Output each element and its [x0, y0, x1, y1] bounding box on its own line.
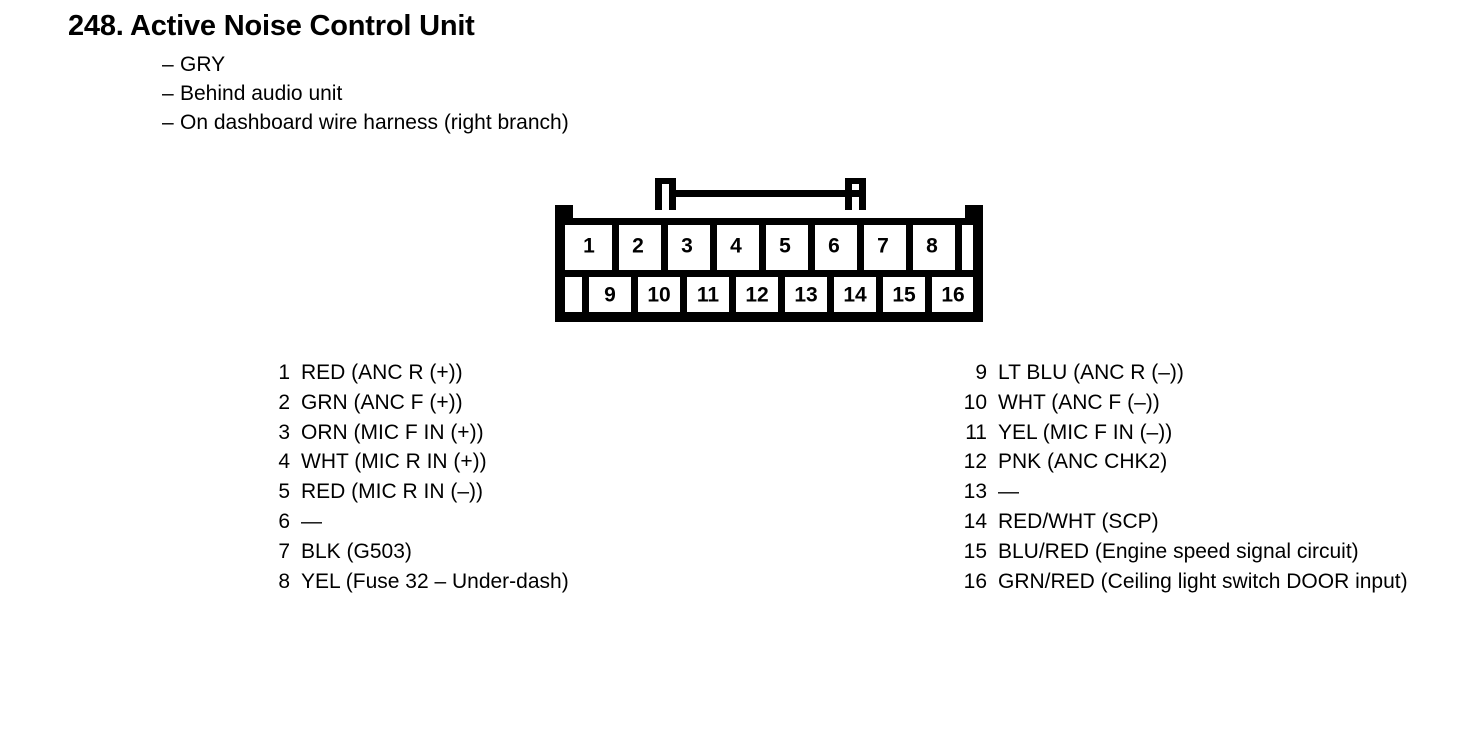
connector-pin-8: 8: [926, 235, 938, 258]
subtitle-item: – On dashboard wire harness (right branc…: [162, 108, 968, 137]
pin-row-description: RED (MIC R IN (–)): [301, 480, 483, 504]
pin-row-number: 16: [963, 569, 987, 593]
connector-pin-15: 15: [892, 284, 916, 307]
dash-bullet-icon: –: [162, 111, 174, 134]
pin-row-number: 6: [278, 509, 290, 533]
pin-row: 5 RED (MIC R IN (–)): [258, 477, 569, 507]
subtitle-text: Behind audio unit: [180, 82, 343, 105]
pin-row-description: RED (ANC R (+)): [301, 361, 463, 384]
pin-row: 14 RED/WHT (SCP): [955, 507, 1408, 537]
pin-row: 11 YEL (MIC F IN (–)): [955, 418, 1408, 448]
pin-row-description: GRN/RED (Ceiling light switch DOOR input…: [998, 569, 1408, 593]
page-title: 248.Active Noise Control Unit: [68, 6, 968, 46]
pin-row: 16 GRN/RED (Ceiling light switch DOOR in…: [955, 567, 1408, 597]
connector-pin-4: 4: [730, 235, 742, 258]
pin-row-number: 15: [963, 539, 987, 563]
pin-row: 15 BLU/RED (Engine speed signal circuit): [955, 537, 1408, 567]
subtitle-list: – GRY – Behind audio unit – On dashboard…: [162, 50, 968, 137]
pin-row-description: YEL (Fuse 32 – Under-dash): [301, 569, 569, 593]
pin-description-list-right: 9 LT BLU (ANC R (–)) 10 WHT (ANC F (–)) …: [955, 358, 1408, 596]
pin-row-description: RED/WHT (SCP): [998, 509, 1159, 533]
pin-row: 9 LT BLU (ANC R (–)): [955, 358, 1408, 388]
pin-row-number: 11: [965, 420, 987, 444]
pin-row-description: WHT (ANC F (–)): [998, 390, 1160, 414]
connector-pin-9: 9: [604, 284, 616, 307]
dash-bullet-icon: –: [162, 82, 174, 105]
pin-row-description: —: [301, 509, 322, 533]
pin-row-number: 12: [963, 450, 987, 474]
pin-row: 3 ORN (MIC F IN (+)): [258, 418, 569, 448]
subtitle-text: GRY: [180, 53, 226, 76]
pin-row-description: PNK (ANC CHK2): [998, 450, 1168, 474]
pin-row-number: 10: [963, 390, 987, 414]
pin-row: 13 —: [955, 477, 1408, 507]
pin-row-number: 2: [278, 390, 290, 414]
pin-row-description: YEL (MIC F IN (–)): [998, 420, 1173, 444]
pin-row: 7 BLK (G503): [258, 537, 569, 567]
connector-bottom-row: 9 10 11 12 13 14 15 16: [582, 277, 965, 312]
pin-row-number: 1: [278, 361, 290, 384]
pin-row-number: 7: [278, 539, 290, 563]
connector-pin-5: 5: [779, 235, 791, 258]
connector-pin-6: 6: [828, 235, 840, 258]
connector-latch-icon: [655, 178, 866, 210]
page-title-number: 248.: [68, 10, 124, 42]
page-title-text: Active Noise Control Unit: [130, 10, 475, 42]
pin-row: 8 YEL (Fuse 32 – Under-dash): [258, 567, 569, 597]
pin-row-number: 9: [975, 361, 987, 384]
connector-pin-11: 11: [697, 284, 720, 307]
pin-row: 10 WHT (ANC F (–)): [955, 388, 1408, 418]
subtitle-item: – Behind audio unit: [162, 79, 968, 108]
pin-row-number: 5: [278, 480, 290, 504]
pin-row: 6 —: [258, 507, 569, 537]
pin-row: 1 RED (ANC R (+)): [258, 358, 569, 388]
pin-row: 2 GRN (ANC F (+)): [258, 388, 569, 418]
pin-row-number: 8: [278, 569, 290, 593]
pin-row-number: 4: [278, 450, 290, 474]
pin-row-number: 3: [278, 420, 290, 444]
connector-body-outline: [555, 205, 983, 322]
pin-description-list-left: 1 RED (ANC R (+)) 2 GRN (ANC F (+)) 3 OR…: [258, 358, 569, 597]
connector-pin-12: 12: [745, 284, 768, 307]
pin-row-number: 14: [963, 509, 987, 533]
connector-pin-10: 10: [647, 284, 670, 307]
connector-pin-16: 16: [941, 284, 964, 307]
pin-row: 4 WHT (MIC R IN (+)): [258, 447, 569, 477]
pin-row-description: LT BLU (ANC R (–)): [998, 361, 1184, 384]
connector-diagram: 1 2 3 4 5 6 7 8 9 10 11 12 13 14 15 1: [555, 178, 983, 324]
pin-row-description: WHT (MIC R IN (+)): [301, 450, 487, 474]
subtitle-text: On dashboard wire harness (right branch): [180, 111, 569, 134]
pin-row: 12 PNK (ANC CHK2): [955, 447, 1408, 477]
pin-row-description: —: [998, 480, 1019, 504]
pin-row-description: ORN (MIC F IN (+)): [301, 420, 484, 444]
connector-pin-3: 3: [681, 235, 693, 258]
dash-bullet-icon: –: [162, 53, 174, 76]
header-block: 248.Active Noise Control Unit – GRY – Be…: [68, 6, 968, 137]
connector-pin-13: 13: [794, 284, 817, 307]
connector-pin-14: 14: [843, 284, 867, 307]
connector-top-row: 1 2 3 4 5 6 7 8: [565, 218, 973, 270]
pin-row-description: BLU/RED (Engine speed signal circuit): [998, 539, 1359, 563]
connector-pin-1: 1: [583, 235, 595, 258]
pin-row-number: 13: [963, 480, 987, 504]
pin-row-description: GRN (ANC F (+)): [301, 390, 463, 414]
subtitle-item: – GRY: [162, 50, 968, 79]
connector-pin-7: 7: [877, 235, 889, 258]
connector-pin-2: 2: [632, 235, 644, 258]
pin-row-description: BLK (G503): [301, 539, 412, 563]
row-divider: [555, 270, 983, 277]
